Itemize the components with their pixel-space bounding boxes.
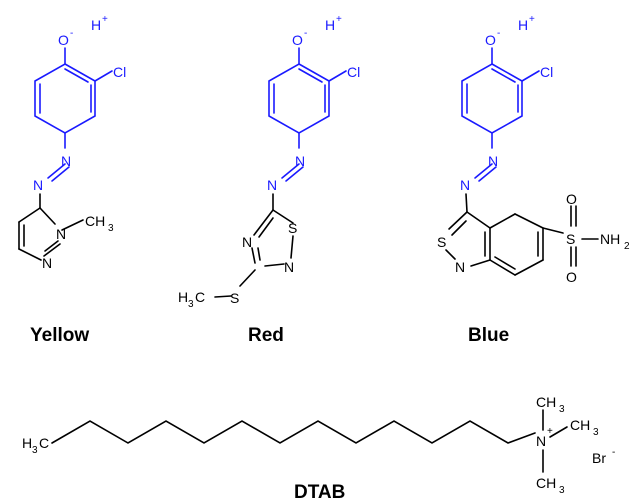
red-methyl-subscript: 3 xyxy=(188,299,194,310)
dtab-methyl-right: CH xyxy=(570,417,590,433)
red-plus-charge: + xyxy=(336,14,342,25)
dtab-methyl-bottom-subscript: 3 xyxy=(559,485,565,496)
yellow-hydrogen-label: H xyxy=(91,17,101,33)
yellow-chlorine-label: Cl xyxy=(113,64,126,80)
dtab-methyl-top: CH xyxy=(536,394,556,410)
blue-isothiazole-n: N xyxy=(455,259,465,275)
dtab-methyl-bottom: CH xyxy=(536,475,556,491)
yellow-azo-n1: N xyxy=(61,153,71,169)
red-methyl-h: H xyxy=(178,289,188,305)
blue-sulfonyl-o2: O xyxy=(566,269,577,285)
dtab-bromide: Br xyxy=(592,450,606,466)
dtab-label: DTAB xyxy=(294,482,345,503)
red-label: Red xyxy=(248,325,284,346)
red-thioether-s: S xyxy=(230,290,239,306)
dtab-terminal-subscript: 3 xyxy=(32,445,38,456)
blue-sulfonyl-s: S xyxy=(566,231,575,247)
blue-label: Blue xyxy=(468,325,509,346)
dtab-bromide-charge: - xyxy=(612,447,615,458)
blue-oxygen-label: O xyxy=(485,32,496,48)
red-thiadiazole-s: S xyxy=(288,220,297,236)
dtab-terminal-h: H xyxy=(22,435,32,451)
red-azo-n2: N xyxy=(267,177,277,193)
red-chlorine-label: Cl xyxy=(347,64,360,80)
red-dye-structure: O - H + Cl N N N S N S H 3 C xyxy=(178,14,360,310)
red-methyl-c: C xyxy=(195,289,205,305)
yellow-oxygen-label: O xyxy=(58,32,69,48)
dtab-structure: H 3 C N + CH 3 CH 3 CH 3 Br - xyxy=(22,394,615,496)
dtab-ammonium-n: N xyxy=(536,433,546,449)
dtab-ammonium-charge: + xyxy=(547,426,553,437)
dtab-terminal-c: C xyxy=(39,435,49,451)
blue-sulfonamide-bonds xyxy=(570,205,599,267)
yellow-methyl-label: CH xyxy=(85,213,105,229)
blue-hydrogen-label: H xyxy=(518,17,528,33)
blue-isothiazole-s: S xyxy=(437,234,446,250)
red-thiadiazole-ring xyxy=(214,209,294,298)
red-thiadiazole-n1: N xyxy=(242,234,252,250)
blue-dye-structure: O - H + Cl N N S N xyxy=(437,14,630,285)
blue-minus-charge: - xyxy=(497,28,500,39)
yellow-dye-structure: O - H + Cl N N N N CH 3 xyxy=(18,14,126,271)
blue-chlorine-label: Cl xyxy=(540,64,553,80)
blue-plus-charge: + xyxy=(529,14,535,25)
blue-benzisothiazole-rings xyxy=(445,211,564,276)
blue-amine-subscript: 2 xyxy=(624,241,630,252)
yellow-plus-charge: + xyxy=(102,14,108,25)
blue-azo-bond xyxy=(474,163,497,182)
yellow-label: Yellow xyxy=(30,325,89,346)
red-minus-charge: - xyxy=(304,28,307,39)
yellow-pyrazole-n2: N xyxy=(42,255,52,271)
blue-azo-n1: N xyxy=(488,153,498,169)
red-oxygen-label: O xyxy=(292,32,303,48)
blue-amine-label: NH xyxy=(600,231,620,247)
yellow-pyrazole-ring xyxy=(18,207,84,261)
blue-sulfonyl-o1: O xyxy=(566,191,577,207)
yellow-phenol-ring xyxy=(34,47,113,149)
red-azo-bond xyxy=(281,163,304,182)
dtab-methyl-right-subscript: 3 xyxy=(593,427,599,438)
red-hydrogen-label: H xyxy=(325,17,335,33)
yellow-azo-n2: N xyxy=(33,177,43,193)
red-azo-n1: N xyxy=(295,153,305,169)
yellow-pyrazole-n1: N xyxy=(56,226,66,242)
dtab-methyl-top-subscript: 3 xyxy=(559,404,565,415)
yellow-azo-bond xyxy=(47,163,70,182)
red-phenol-ring xyxy=(268,47,347,149)
blue-azo-n2: N xyxy=(460,177,470,193)
yellow-methyl-subscript: 3 xyxy=(108,223,114,234)
yellow-minus-charge: - xyxy=(70,28,73,39)
blue-phenol-ring xyxy=(461,47,540,149)
red-thiadiazole-n2: N xyxy=(284,259,294,275)
dtab-alkyl-chain xyxy=(51,420,536,444)
dtab-bond-right xyxy=(549,426,568,438)
